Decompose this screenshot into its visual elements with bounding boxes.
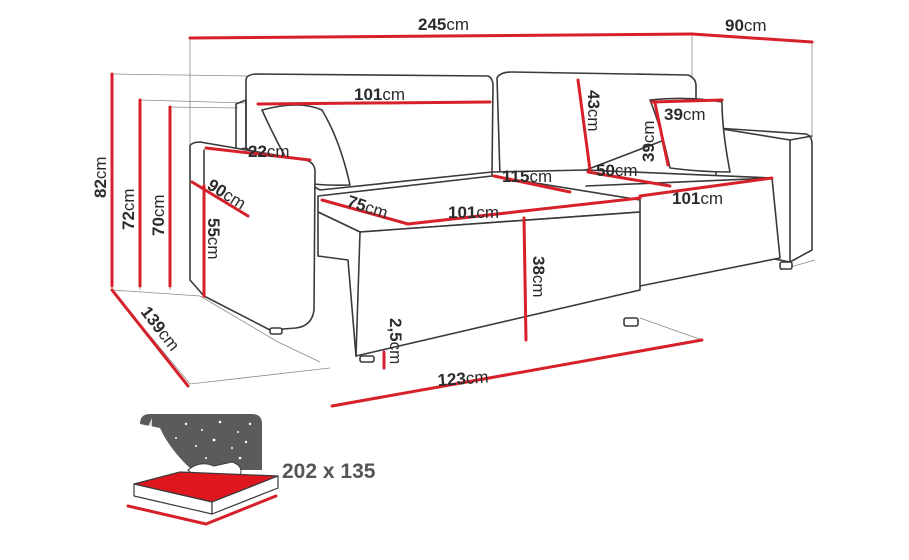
dim-line-50 xyxy=(586,170,672,188)
label-back-height-right: 43cm xyxy=(584,90,603,132)
bed-size-label: 202 x 135 xyxy=(282,460,376,483)
dim-line-90-top xyxy=(690,32,814,44)
label-right-seat-width: 50cm xyxy=(596,161,638,180)
dim-line-43 xyxy=(576,78,592,172)
label-ottoman-length: 123cm xyxy=(437,367,489,390)
dim-line-101-right xyxy=(638,176,774,198)
dimension-lines xyxy=(110,32,814,408)
label-back-height: 70cm xyxy=(149,194,168,236)
dim-line-39-v xyxy=(653,101,670,167)
dim-line-101-ottoman xyxy=(406,196,642,226)
label-seat-height: 55cm xyxy=(204,218,223,260)
dim-line-115 xyxy=(492,174,572,194)
dim-line-90-arm xyxy=(190,180,250,218)
label-pillow-height: 39cm xyxy=(639,120,658,162)
label-right-seat-length: 101cm xyxy=(672,189,723,208)
dim-line-39-h xyxy=(650,98,724,104)
label-armrest-height: 72cm xyxy=(119,188,138,230)
label-total-width: 245cm xyxy=(418,15,469,34)
dim-line-38 xyxy=(522,216,528,342)
label-ottoman-width: 101cm xyxy=(448,203,499,222)
dim-line-139 xyxy=(110,288,190,388)
bed-icon xyxy=(126,414,279,526)
dim-line-101-back xyxy=(256,100,492,106)
label-back-width: 101cm xyxy=(354,85,405,104)
label-pillow-width: 39cm xyxy=(664,105,706,124)
label-armrest-width: 22cm xyxy=(248,142,290,161)
sofa-body xyxy=(189,71,813,363)
label-ottoman-height: 38cm xyxy=(529,256,548,298)
dim-line-22 xyxy=(204,146,312,162)
dimension-labels: 245cm 90cm 101cm 43cm 39cm 39cm 22cm 115… xyxy=(91,15,767,390)
label-leg-height: 2,5cm xyxy=(386,318,405,364)
bed-icon-backdrop xyxy=(140,414,262,470)
stars-decoration xyxy=(153,420,252,460)
dim-line-123 xyxy=(330,338,704,408)
label-right-seat-depth: 115cm xyxy=(502,167,552,186)
label-total-height: 82cm xyxy=(91,156,110,198)
dim-line-245 xyxy=(188,32,694,40)
dim-line-75 xyxy=(320,198,410,226)
label-total-depth: 90cm xyxy=(725,16,767,35)
